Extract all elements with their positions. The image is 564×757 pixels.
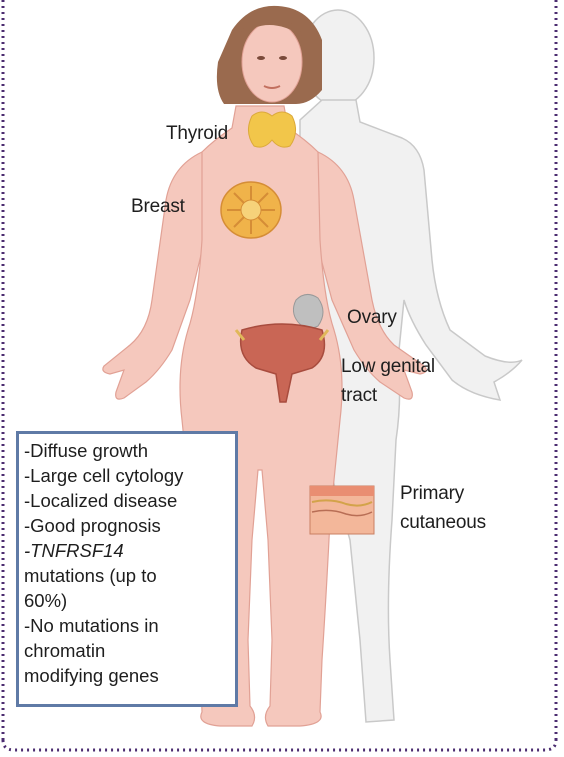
breast-label: Breast bbox=[131, 195, 185, 218]
low-genital-label-line2: tract bbox=[341, 384, 377, 407]
feature-line: chromatin bbox=[24, 638, 231, 663]
breast-organ bbox=[221, 182, 281, 238]
skin-layer-organ bbox=[310, 486, 374, 534]
feature-line: -TNFRSF14 bbox=[24, 538, 231, 563]
face bbox=[242, 22, 302, 102]
low-genital-label-line1: Low genital bbox=[341, 355, 435, 378]
primary-cutaneous-label-line1: Primary bbox=[400, 482, 464, 505]
feature-line: mutations (up to bbox=[24, 563, 231, 588]
primary-cutaneous-label-line2: cutaneous bbox=[400, 511, 486, 534]
feature-line: -Large cell cytology bbox=[24, 463, 231, 488]
feature-line: 60%) bbox=[24, 588, 231, 613]
head bbox=[217, 6, 322, 104]
features-box: -Diffuse growth-Large cell cytology-Loca… bbox=[16, 431, 238, 707]
feature-line: modifying genes bbox=[24, 663, 231, 688]
feature-line: -Localized disease bbox=[24, 488, 231, 513]
feature-line: -Diffuse growth bbox=[24, 438, 231, 463]
thyroid-label: Thyroid bbox=[166, 122, 228, 145]
feature-line: -No mutations in bbox=[24, 613, 231, 638]
ovary-label: Ovary bbox=[347, 306, 397, 329]
feature-line: -Good prognosis bbox=[24, 513, 231, 538]
